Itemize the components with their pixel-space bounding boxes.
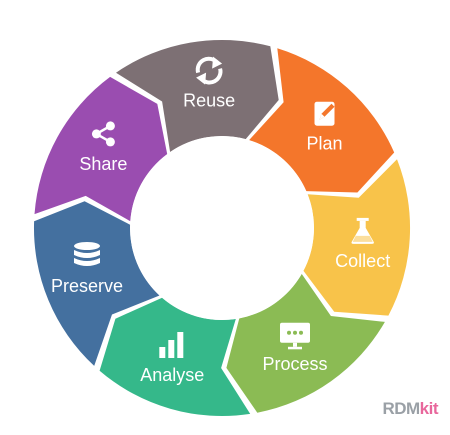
database-icon xyxy=(74,242,100,266)
center-hole xyxy=(130,136,314,320)
segment-label-analyse: Analyse xyxy=(140,365,204,385)
rdmkit-logo: RDMkit xyxy=(382,399,438,418)
recycle-arrows-icon xyxy=(195,56,223,85)
segment-analyse xyxy=(99,297,251,417)
flask-icon xyxy=(351,217,374,244)
segment-reuse xyxy=(116,39,279,152)
segment-share xyxy=(34,76,168,222)
bar-chart-icon xyxy=(159,332,184,358)
segment-label-reuse: Reuse xyxy=(183,91,235,111)
segment-label-collect: Collect xyxy=(335,251,390,271)
segment-preserve xyxy=(33,201,160,366)
segment-label-share: Share xyxy=(79,154,127,174)
pencil-note-icon xyxy=(314,101,335,126)
segment-label-process: Process xyxy=(262,354,327,374)
monitor-icon xyxy=(280,322,310,350)
segment-label-preserve: Preserve xyxy=(51,276,123,296)
segment-process xyxy=(226,273,385,413)
segment-label-plan: Plan xyxy=(306,134,342,154)
share-icon xyxy=(91,121,115,147)
